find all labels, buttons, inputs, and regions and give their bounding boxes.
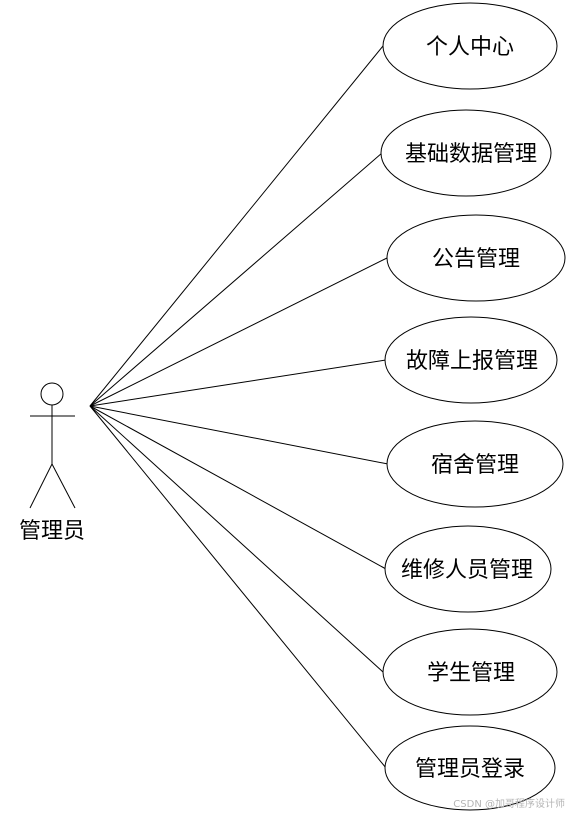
association-lines [89, 45, 389, 769]
use-case-label: 个人中心 [426, 35, 514, 60]
association-line [89, 405, 387, 769]
use-case-ellipse [386, 214, 566, 302]
watermark-text: CSDN @加哥程序设计师 [453, 797, 565, 810]
use-case-ellipse [380, 109, 552, 197]
use-case-fault-report-management: 故障上报管理 [384, 316, 558, 404]
use-case-ellipse [386, 420, 564, 508]
actor-left-leg [29, 463, 53, 509]
use-case-admin-login: 管理员登录 [384, 725, 556, 811]
association-line [89, 45, 384, 407]
use-case-ellipse [382, 628, 558, 716]
association-line [89, 405, 389, 465]
use-case-label: 公告管理 [432, 247, 520, 272]
use-case-label: 宿舍管理 [431, 453, 519, 478]
actor-head [40, 382, 64, 406]
use-case-ellipse [384, 316, 558, 404]
use-case-basic-data-management: 基础数据管理 [380, 109, 552, 197]
use-case-label: 基础数据管理 [405, 142, 537, 167]
actor-figure [29, 382, 76, 509]
association-line [89, 359, 387, 407]
use-case-dormitory-management: 宿舍管理 [386, 420, 564, 508]
actor-right-leg [51, 463, 76, 509]
use-case-ellipse [382, 2, 558, 90]
use-case-label: 学生管理 [427, 661, 515, 686]
use-case-label: 管理员登录 [415, 757, 525, 782]
use-case-ellipse [384, 725, 556, 811]
association-line [89, 152, 383, 407]
use-case-personal-center: 个人中心 [382, 2, 558, 90]
use-case-ellipse [384, 525, 552, 613]
use-case-announcement-management: 公告管理 [386, 214, 566, 302]
association-line [89, 405, 384, 673]
association-line [89, 405, 387, 570]
actor-label: 管理员 [19, 519, 85, 544]
association-line [89, 257, 388, 407]
use-case-student-management: 学生管理 [382, 628, 558, 716]
use-case-label: 维修人员管理 [401, 558, 533, 583]
use-case-label: 故障上报管理 [406, 349, 538, 374]
use-case-maintenance-staff-management: 维修人员管理 [384, 525, 552, 613]
